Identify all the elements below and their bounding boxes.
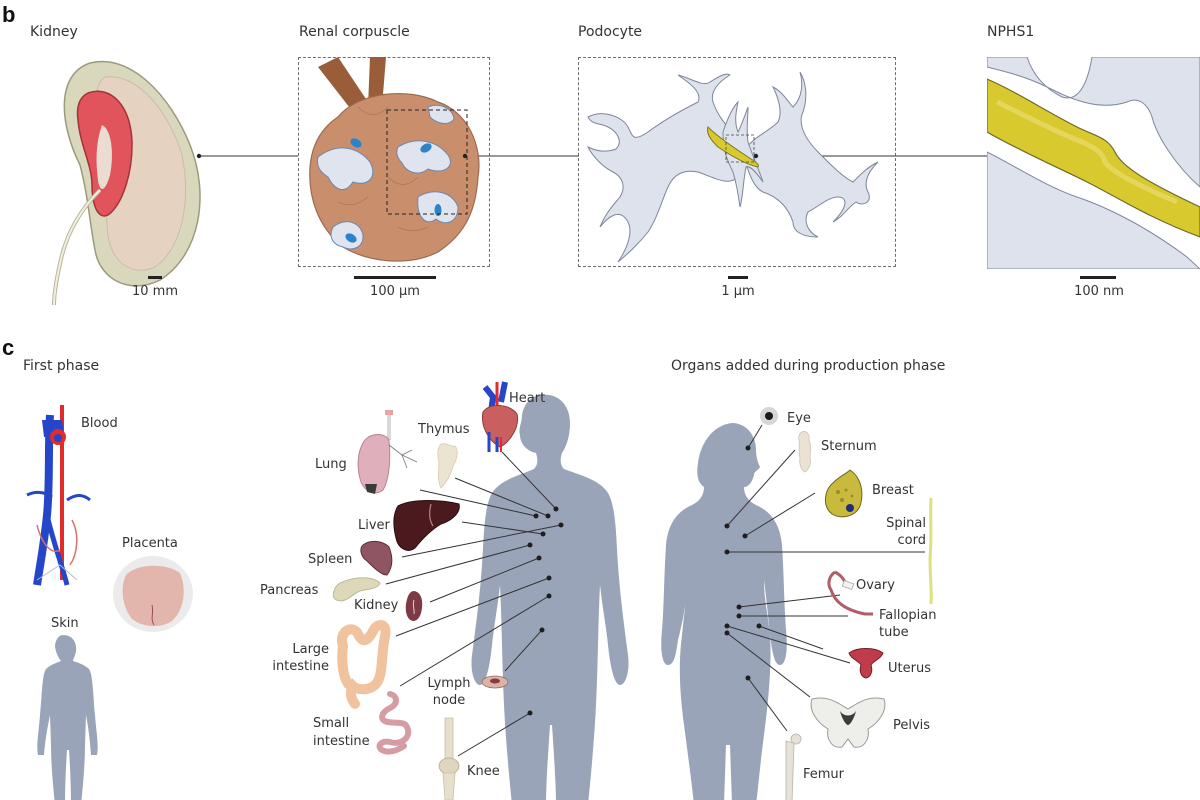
nphs1-title: NPHS1 (987, 24, 1035, 40)
renal-corpuscle-title: Renal corpuscle (299, 24, 410, 40)
podocyte-frame (578, 57, 896, 267)
pelvis-label: Pelvis (893, 718, 931, 733)
podocyte-illustration (586, 71, 879, 263)
kidney-title: Kidney (30, 24, 78, 40)
panel-b-letter: b (2, 2, 16, 27)
kidney-organ-illustration (405, 591, 423, 621)
lung-label: Lung (315, 457, 347, 472)
kidney-scale-label: 10 mm (131, 284, 178, 299)
podocyte-title: Podocyte (578, 24, 643, 40)
eye-illustration (760, 407, 778, 425)
uterus-illustration (848, 648, 884, 679)
pancreas-illustration (332, 577, 381, 602)
skin-silhouette (37, 635, 98, 800)
ovary-label: Ovary (856, 578, 895, 593)
skin-label: Skin (51, 616, 79, 631)
large-intestine-label-2: intestine (272, 659, 329, 674)
nphs1-scale-label: 100 nm (1074, 284, 1124, 299)
liver-illustration (393, 500, 460, 551)
panel-c-letter: c (2, 335, 15, 360)
female-body-silhouette (661, 423, 787, 800)
ovary-fallopian-illustration (827, 570, 873, 616)
production-phase-title: Organs added during production phase (671, 358, 946, 374)
knee-illustration (438, 717, 460, 800)
uterus-label: Uterus (888, 661, 931, 676)
lymph-node-illustration (481, 675, 509, 689)
placenta-illustration (113, 556, 193, 632)
knee-label: Knee (467, 764, 500, 779)
breast-illustration (825, 469, 863, 518)
pancreas-label: Pancreas (260, 583, 319, 598)
sternum-label: Sternum (821, 439, 877, 454)
eye-label: Eye (787, 411, 811, 426)
pelvis-illustration (810, 697, 886, 748)
lung-illustration (357, 410, 418, 494)
podocyte-scale-label: 1 μm (721, 284, 755, 299)
blood-vessels-illustration (26, 405, 91, 586)
fallopian-tube-label-1: Fallopian (879, 608, 937, 623)
small-intestine-illustration (376, 691, 412, 755)
kidney-organ-label: Kidney (354, 598, 399, 613)
thymus-illustration (437, 443, 458, 489)
heart-label: Heart (509, 391, 546, 406)
spinal-cord-label-2: cord (897, 533, 926, 548)
small-intestine-label-1: Small (313, 716, 350, 731)
blood-label: Blood (81, 416, 118, 431)
spinal-cord-label-1: Spinal (886, 516, 926, 531)
corpuscle-scale-bar (354, 276, 436, 279)
placenta-label: Placenta (122, 536, 178, 551)
kidney-illustration (52, 60, 202, 306)
fallopian-tube-label-2: tube (879, 625, 909, 640)
spleen-label: Spleen (308, 552, 353, 567)
kidney-scale-bar (148, 276, 162, 279)
liver-label: Liver (358, 518, 390, 533)
sternum-illustration (798, 431, 812, 473)
large-intestine-label-1: Large (292, 642, 329, 657)
spleen-illustration (360, 540, 393, 576)
femur-illustration (785, 733, 802, 800)
nphs1-illustration (987, 57, 1200, 269)
large-intestine-illustration (337, 620, 391, 709)
nphs1-scale-bar (1080, 276, 1116, 279)
lymph-node-label-2: node (432, 693, 466, 708)
podocyte-scale-bar (728, 276, 748, 279)
heart-illustration (481, 381, 519, 452)
renal-corpuscle-frame (298, 57, 490, 267)
small-intestine-label-2: intestine (313, 734, 370, 749)
corpuscle-scale-label: 100 μm (370, 284, 420, 299)
glomerulus-illustration (309, 57, 480, 262)
thymus-label: Thymus (418, 422, 470, 437)
first-phase-title: First phase (23, 358, 100, 374)
lymph-node-label-1: Lymph (427, 676, 471, 691)
breast-label: Breast (872, 483, 914, 498)
femur-label: Femur (803, 767, 845, 782)
spinal-cord-illustration (928, 497, 933, 605)
